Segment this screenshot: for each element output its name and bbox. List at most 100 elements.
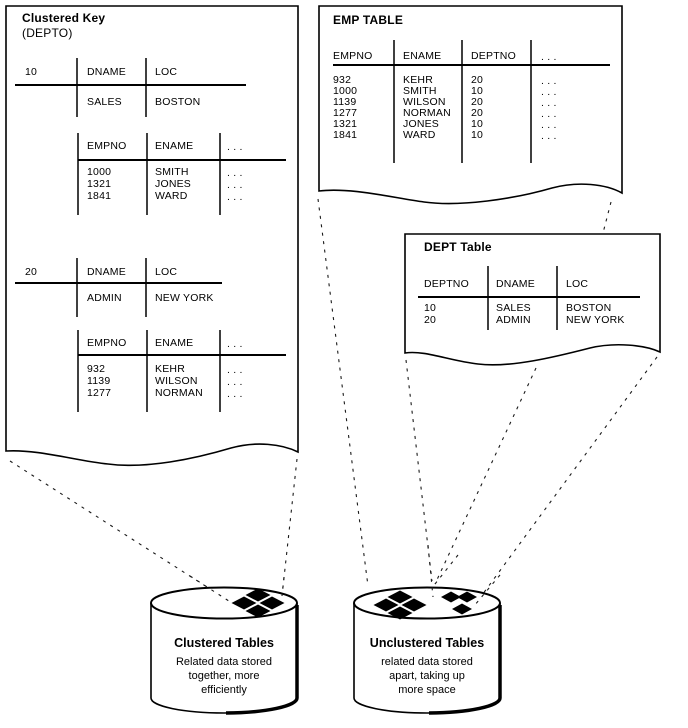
unclustered-cylinder-desc-line: apart, taking up (389, 670, 465, 682)
dept-table-title: DEPT Table (424, 240, 492, 254)
connector-emp-to-dept (602, 201, 612, 234)
unclustered-cylinder-desc-line: more space (398, 684, 456, 696)
table-cell: 932 (87, 363, 106, 375)
unclustered-cylinder-desc-line: related data stored (381, 656, 473, 668)
column-header: DNAME (87, 266, 126, 278)
dept-table-rules (418, 266, 640, 330)
table-cell: KEHR (403, 74, 433, 86)
column-header: LOC (155, 66, 178, 78)
connector-emp-to-unclustered (317, 198, 369, 587)
emp-table-rules (333, 40, 610, 163)
table-cell: SALES (87, 96, 122, 108)
table-cell: 1000 (333, 85, 358, 97)
emp-table-title: EMP TABLE (333, 13, 404, 27)
column-header: DNAME (496, 278, 535, 290)
column-header: ENAME (403, 50, 442, 62)
ellipsis-cell: . . . (227, 388, 243, 400)
ellipsis-cell: . . . (541, 130, 557, 142)
clustered-group20-emp-rules (77, 330, 286, 412)
connector-clustered-right-tail (281, 576, 285, 597)
table-cell: 20 (471, 107, 484, 119)
table-cell: KEHR (155, 363, 185, 375)
ellipsis-cell: . . . (227, 338, 243, 350)
clustered-group10-dept-rules (15, 58, 246, 117)
table-cell: NORMAN (155, 387, 203, 399)
table-cell: 10 (471, 118, 484, 130)
table-cell: WILSON (155, 375, 198, 387)
connector-dept-mid (434, 367, 537, 585)
unclustered-diamonds-right-icon (441, 591, 477, 615)
table-cell: NORMAN (403, 107, 451, 119)
table-cell: 1321 (87, 178, 112, 190)
table-cell: 1139 (333, 96, 357, 108)
ellipsis-cell: . . . (541, 51, 557, 63)
table-cell: WARD (155, 190, 188, 202)
table-cell: BOSTON (155, 96, 201, 108)
column-header: EMPNO (333, 50, 373, 62)
ellipsis-cell: . . . (541, 97, 557, 109)
clustered-group10-emp-rules (77, 133, 286, 215)
column-header: LOC (155, 266, 178, 278)
table-cell: 1841 (87, 190, 112, 202)
clustered-panel-subtitle: (DEPTO) (22, 26, 73, 40)
ellipsis-cell: . . . (227, 141, 243, 153)
table-cell: 1000 (87, 166, 112, 178)
table-cell: NEW YORK (566, 314, 625, 326)
clustered-cylinder-desc-line: efficiently (201, 684, 247, 696)
ellipsis-cell: . . . (227, 167, 243, 179)
cluster-key-value: 10 (25, 66, 38, 78)
table-cell: SMITH (403, 85, 437, 97)
clustered-panel-title: Clustered Key (22, 11, 106, 25)
unclustered-diamonds-left-icon (373, 590, 427, 620)
clustered-cylinder-desc-line: together, more (188, 670, 260, 682)
table-cell: ADMIN (496, 314, 531, 326)
column-header: DEPTNO (424, 278, 469, 290)
clustered-diamonds-icon (231, 588, 285, 618)
clustered-group20-dept-rules (15, 258, 222, 317)
clustered-cylinder-desc-line: Related data stored (175, 656, 272, 668)
column-header: ENAME (155, 140, 194, 152)
table-cell: SMITH (155, 166, 189, 178)
clustered-key-panel-outline (5, 5, 299, 467)
table-cell: NEW YORK (155, 292, 214, 304)
ellipsis-cell: . . . (541, 108, 557, 120)
clustered-cylinder-title: Clustered Tables (174, 636, 274, 650)
table-cell: 10 (424, 302, 437, 314)
table-cell: ADMIN (87, 292, 122, 304)
column-header: DNAME (87, 66, 126, 78)
table-cell: 20 (424, 314, 437, 326)
connector-clustered-left (9, 460, 233, 604)
table-cell: 1277 (333, 107, 358, 119)
connector-clustered-right (281, 458, 298, 597)
table-cell: 10 (471, 129, 484, 141)
table-cell: 20 (471, 96, 484, 108)
column-header: LOC (566, 278, 589, 290)
table-cell: 1841 (333, 129, 358, 141)
column-header: EMPNO (87, 337, 127, 349)
connector-dept-left (405, 359, 433, 582)
table-cell: BOSTON (566, 302, 612, 314)
connector-dept-right (473, 356, 658, 607)
ellipsis-cell: . . . (541, 75, 557, 87)
ellipsis-cell: . . . (227, 364, 243, 376)
table-cell: 932 (333, 74, 352, 86)
connector-dept-left-tail (427, 544, 434, 598)
ellipsis-cell: . . . (541, 119, 557, 131)
table-cell: JONES (403, 118, 440, 130)
column-header: EMPNO (87, 140, 127, 152)
ellipsis-cell: . . . (227, 376, 243, 388)
ellipsis-cell: . . . (541, 86, 557, 98)
table-cell: WARD (403, 129, 436, 141)
column-header: DEPTNO (471, 50, 516, 62)
table-cell: 10 (471, 85, 484, 97)
table-cell: 20 (471, 74, 484, 86)
dept-table-panel-outline (404, 233, 661, 366)
column-header: ENAME (155, 337, 194, 349)
cluster-key-value: 20 (25, 266, 38, 278)
table-cell: WILSON (403, 96, 446, 108)
ellipsis-cell: . . . (227, 179, 243, 191)
table-cell: SALES (496, 302, 531, 314)
table-cell: 1321 (333, 118, 358, 130)
